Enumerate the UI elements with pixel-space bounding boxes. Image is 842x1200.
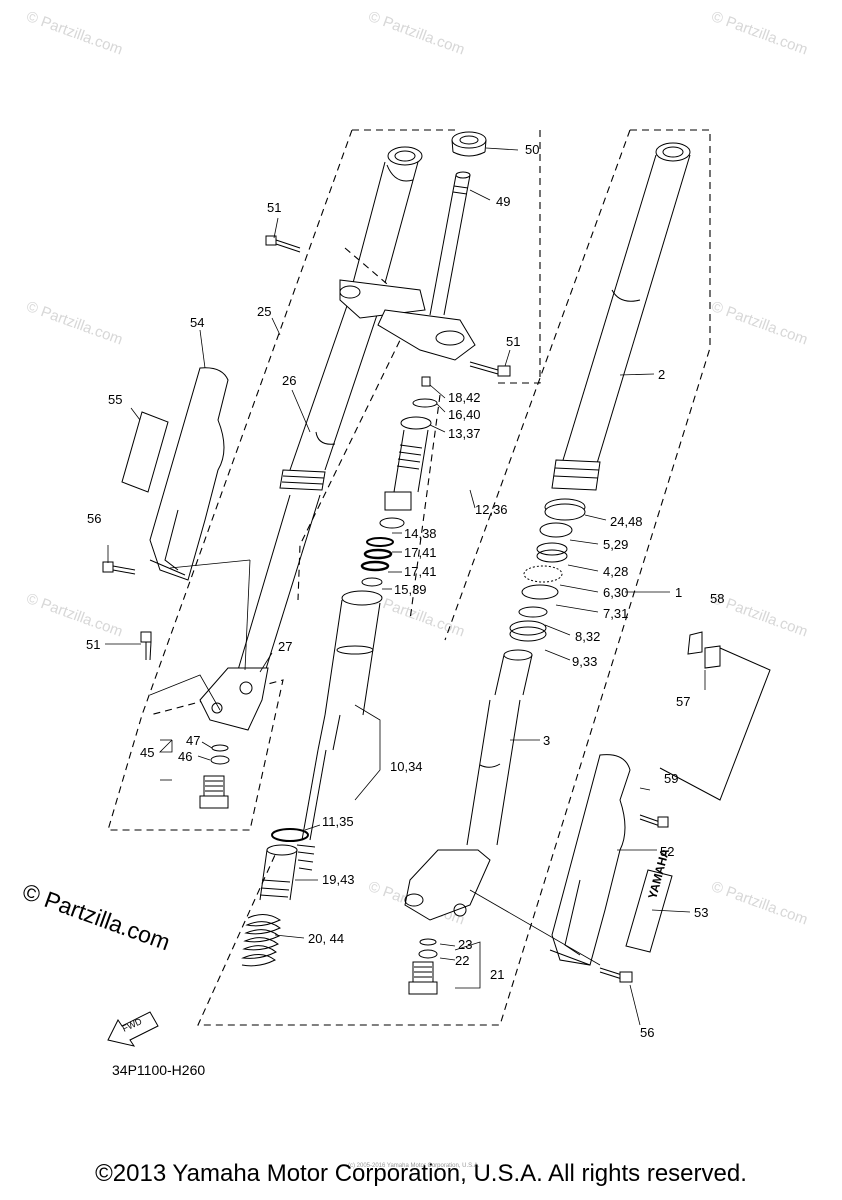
callout-label: 51 — [267, 200, 282, 215]
callout-label: 15,39 — [394, 582, 427, 597]
callout-label: 21 — [490, 967, 505, 982]
callout-label: 22 — [455, 953, 470, 968]
callout-label: 47 — [186, 733, 201, 748]
callout-label: 51 — [86, 637, 101, 652]
callout-label: 24,48 — [610, 514, 643, 529]
decal-yamaha — [625, 869, 673, 953]
inner-cylinder — [296, 590, 383, 871]
callout-label: 58 — [710, 591, 725, 606]
drain-bolt-right — [408, 938, 438, 995]
callout-label: 17,41 — [404, 564, 437, 579]
bolt-51-top — [265, 235, 301, 253]
callout-label: 12,36 — [475, 502, 508, 517]
bolt-51-right — [469, 361, 511, 377]
callout-label: 56 — [640, 1025, 655, 1040]
callout-label: 11,35 — [322, 814, 354, 829]
callout-label: 16,40 — [448, 407, 481, 422]
guard-clip — [659, 631, 771, 801]
callout-label: 51 — [506, 334, 521, 349]
callout-label: 4,28 — [603, 564, 629, 579]
fork-guard-right — [549, 754, 631, 966]
callout-label: 59 — [664, 771, 679, 786]
callout-label: 13,37 — [448, 426, 481, 441]
callout-label: 1 — [675, 585, 683, 600]
callout-label: 18,42 — [448, 390, 481, 405]
spring-and-spacer — [241, 828, 309, 967]
bolt-51-left — [140, 631, 152, 661]
callout-label: 52 — [660, 844, 675, 859]
decal-left — [121, 411, 169, 493]
callout-label: 14,38 — [404, 526, 437, 541]
drain-bolt-left — [199, 744, 230, 809]
callout-label: 26 — [282, 373, 297, 388]
callout-label: 9,33 — [572, 654, 598, 669]
fwd-arrow-icon: FWD — [107, 1011, 159, 1047]
small-copyright: (c) 2005-2016 Yamaha Motor Corporation, … — [348, 1163, 480, 1169]
callout-label: 10,34 — [390, 759, 423, 774]
callout-label: 53 — [694, 905, 709, 920]
callout-label: 57 — [676, 694, 691, 709]
left-lower-tube — [199, 469, 326, 731]
callout-label: 6,30 — [603, 585, 629, 600]
callout-label: 45 — [140, 745, 155, 760]
callout-label: 46 — [178, 749, 193, 764]
bolt-56-left — [102, 561, 136, 575]
callout-label: 7,31 — [603, 606, 629, 621]
callout-label: 27 — [278, 639, 293, 654]
callout-label: 49 — [496, 194, 511, 209]
callout-label: 17,41 — [404, 545, 437, 560]
callout-label: 23 — [458, 937, 473, 952]
diagram-code: 34P1100-H260 — [112, 1062, 206, 1078]
callout-label: 54 — [190, 315, 205, 330]
callout-label: 8,32 — [575, 629, 601, 644]
callout-label: 50 — [525, 142, 540, 157]
callout-label: 2 — [658, 367, 666, 382]
callout-label: 19,43 — [322, 872, 355, 887]
steering-stem — [429, 131, 487, 316]
callout-label: 3 — [543, 733, 551, 748]
fork-guard-left — [149, 367, 229, 581]
seal-stack — [509, 498, 586, 642]
bolt-56-right — [599, 967, 633, 983]
callout-label: 55 — [108, 392, 123, 407]
callout-label: 5,29 — [603, 537, 629, 552]
copyright-notice: ©2013 Yamaha Motor Corporation, U.S.A. A… — [95, 1160, 747, 1187]
damper-cartridge — [360, 376, 438, 587]
triple-clamp-upper — [339, 279, 476, 361]
callout-label: 56 — [87, 511, 102, 526]
leader-lines — [105, 147, 706, 1026]
callout-label: 20, 44 — [308, 931, 345, 946]
bolt-59 — [639, 814, 669, 828]
left-outer-tube — [289, 146, 423, 471]
right-outer-tube — [551, 142, 691, 491]
right-inner-tube — [404, 649, 533, 921]
callout-label: 25 — [257, 304, 272, 319]
